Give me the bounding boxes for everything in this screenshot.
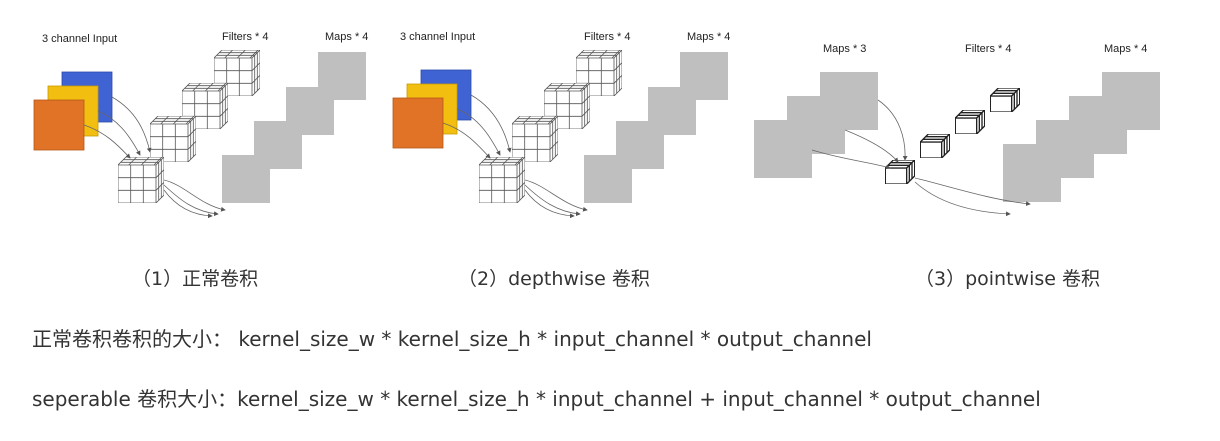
filters-label: Filters * 4 bbox=[584, 31, 630, 43]
filter-cube bbox=[512, 116, 558, 162]
maps-label: Maps * 4 bbox=[325, 31, 368, 43]
input-channel-orange bbox=[392, 97, 444, 149]
panel-depthwise-conv: 3 channel Input Filters * 4 Maps * 4 bbox=[392, 31, 730, 219]
filter-cube bbox=[885, 160, 915, 184]
input-label: 3 channel Input bbox=[42, 33, 117, 45]
input-maps bbox=[754, 72, 878, 178]
formula-separable-conv-size: seperable 卷积大小：kernel_size_w * kernel_si… bbox=[32, 387, 1041, 411]
filter-cube bbox=[955, 110, 985, 134]
input-map bbox=[754, 120, 812, 178]
output-map bbox=[222, 155, 270, 203]
input-channels bbox=[392, 69, 472, 149]
output-map bbox=[1003, 144, 1061, 202]
maps-label: Maps * 4 bbox=[1104, 43, 1147, 55]
filter-cube bbox=[990, 88, 1020, 112]
maps-label: Maps * 4 bbox=[687, 31, 730, 43]
input-channel-orange bbox=[33, 99, 85, 151]
formula-normal-conv-size: 正常卷积卷积的大小： kernel_size_w * kernel_size_h… bbox=[32, 327, 872, 351]
filter-cube bbox=[150, 116, 196, 162]
input-channels bbox=[33, 71, 113, 151]
convolution-diagram: 3 channel Input Filters * 4 Maps * 4 bbox=[33, 31, 1160, 219]
output-maps bbox=[584, 52, 728, 203]
output-maps bbox=[222, 52, 366, 203]
panel-normal-conv: 3 channel Input Filters * 4 Maps * 4 bbox=[33, 31, 368, 219]
arrows bbox=[442, 94, 588, 219]
input-label: Maps * 3 bbox=[823, 43, 866, 55]
output-map bbox=[584, 155, 632, 203]
filter-cube bbox=[118, 157, 164, 203]
filter-cube bbox=[479, 157, 525, 203]
caption-normal-conv: （1）正常卷积 bbox=[132, 268, 259, 290]
caption-depthwise-conv: （2）depthwise 卷积 bbox=[458, 268, 650, 290]
filters-label: Filters * 4 bbox=[965, 43, 1011, 55]
filters-label: Filters * 4 bbox=[222, 31, 268, 43]
input-label: 3 channel Input bbox=[400, 31, 475, 43]
panel-pointwise-conv: Maps * 3 Filters * 4 Maps * 4 bbox=[754, 43, 1160, 217]
arrows bbox=[83, 96, 226, 219]
caption-pointwise-conv: （3）pointwise 卷积 bbox=[915, 268, 1100, 290]
output-maps bbox=[1003, 72, 1160, 202]
arrows bbox=[811, 99, 1031, 217]
filter-cube bbox=[920, 134, 950, 158]
filters bbox=[885, 88, 1020, 184]
